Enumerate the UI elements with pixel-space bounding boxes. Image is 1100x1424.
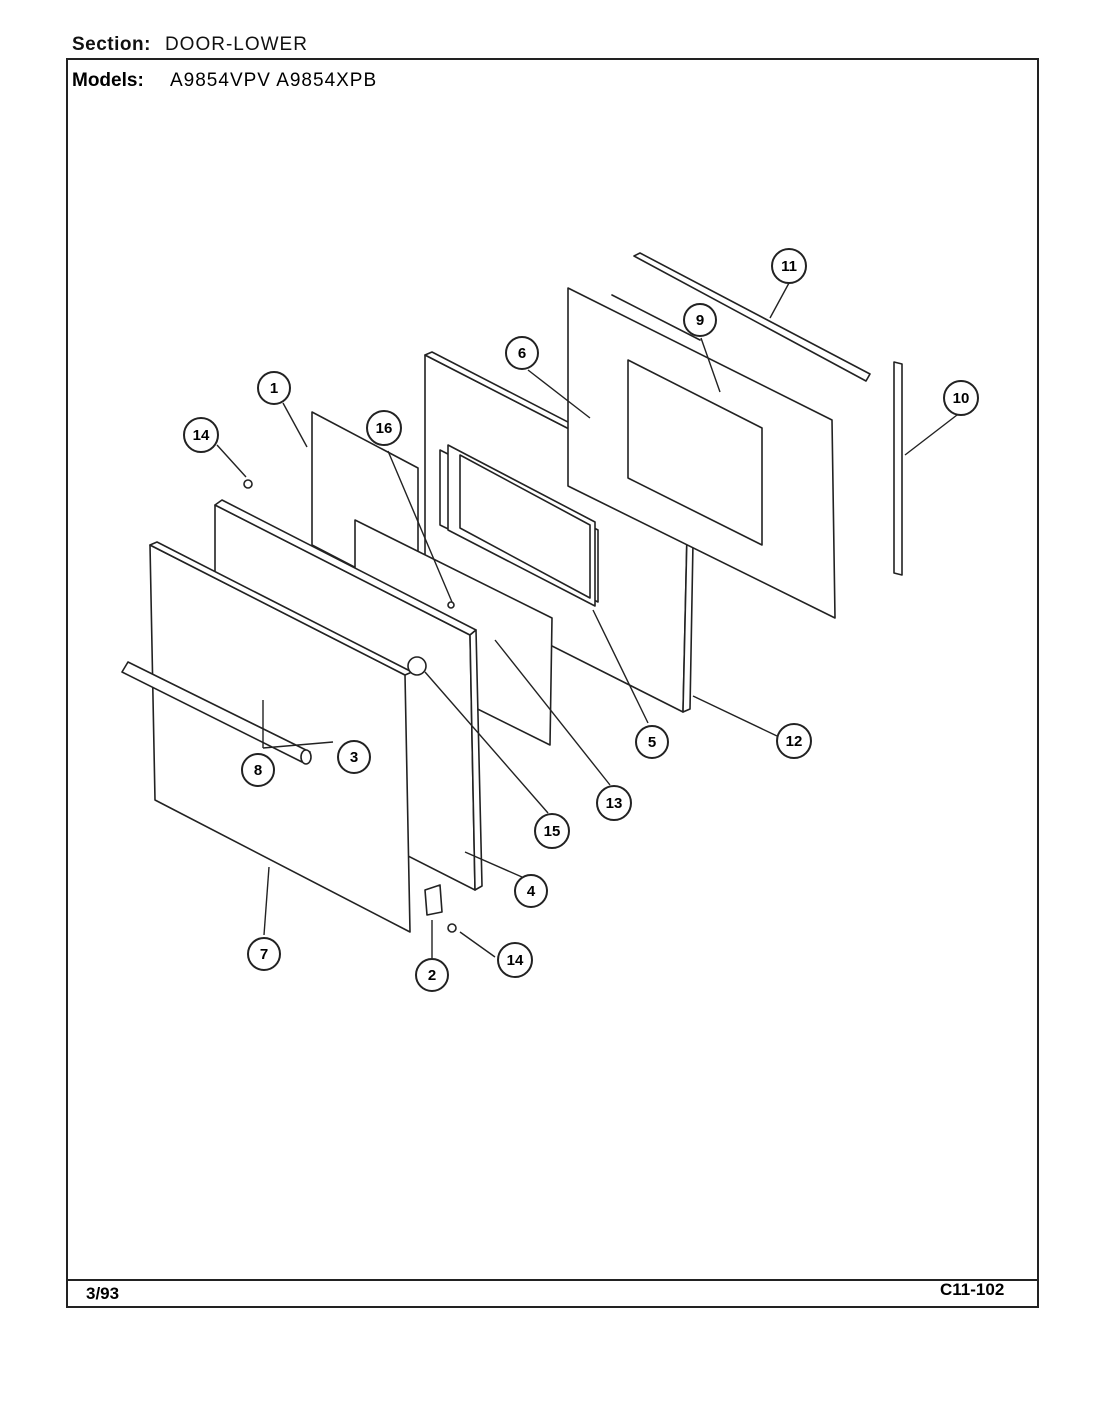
svg-text:8: 8 [254,762,262,779]
callout-1: 1 [257,371,291,405]
callout-4: 4 [514,874,548,908]
part-5-glass-pack [447,444,596,607]
callout-6: 6 [505,336,539,370]
callout-16: 16 [366,410,402,446]
part-16-screw [447,601,455,609]
svg-text:14: 14 [507,952,524,969]
svg-text:11: 11 [781,258,797,275]
svg-text:4: 4 [527,883,536,900]
section-label: Section: [72,34,151,55]
date-code: 3/93 [86,1284,119,1303]
callout-15: 15 [534,813,570,849]
svg-text:14: 14 [193,427,210,444]
callout-14-top: 14 [183,417,219,453]
svg-text:10: 10 [953,390,970,407]
page-code: C11-102 [940,1280,1004,1299]
callout-13: 13 [596,785,632,821]
leader-lines [216,282,958,958]
part-14-screw-top [243,479,253,489]
callout-11: 11 [771,248,807,284]
part-2-hinge [424,884,443,916]
svg-text:2: 2 [428,967,436,984]
callout-10: 10 [943,380,979,416]
svg-text:6: 6 [518,345,526,362]
models-label: Models: [72,70,144,91]
svg-text:16: 16 [376,420,393,437]
section-value: DOOR-LOWER [164,34,308,55]
svg-text:7: 7 [260,946,268,963]
part-10-channel [893,361,903,576]
callout-8: 8 [241,753,275,787]
callout-12: 12 [776,723,812,759]
callout-9: 9 [683,303,717,337]
callout-5: 5 [635,725,669,759]
svg-text:5: 5 [648,734,656,751]
part-9-back-frame [567,287,836,619]
callout-3: 3 [337,740,371,774]
outer-frame [66,58,1039,1308]
callout-14-bottom: 14 [497,942,533,978]
svg-text:12: 12 [786,733,803,750]
part-15-washer [407,656,427,676]
section-heading: Section: DOOR-LOWER [72,34,308,56]
svg-text:9: 9 [696,312,704,329]
models-value: A9854VPV A9854XPB [170,70,377,91]
svg-text:15: 15 [544,823,561,840]
part-11-channel [633,252,871,382]
svg-text:3: 3 [350,749,358,766]
callouts: 1 2 3 4 5 6 7 8 9 10 11 12 13 14 14 15 1… [183,248,979,992]
svg-text:13: 13 [606,795,623,812]
callout-7: 7 [247,937,281,971]
svg-text:1: 1 [270,380,278,397]
part-14-screw-bottom [447,923,457,933]
callout-2: 2 [415,958,449,992]
